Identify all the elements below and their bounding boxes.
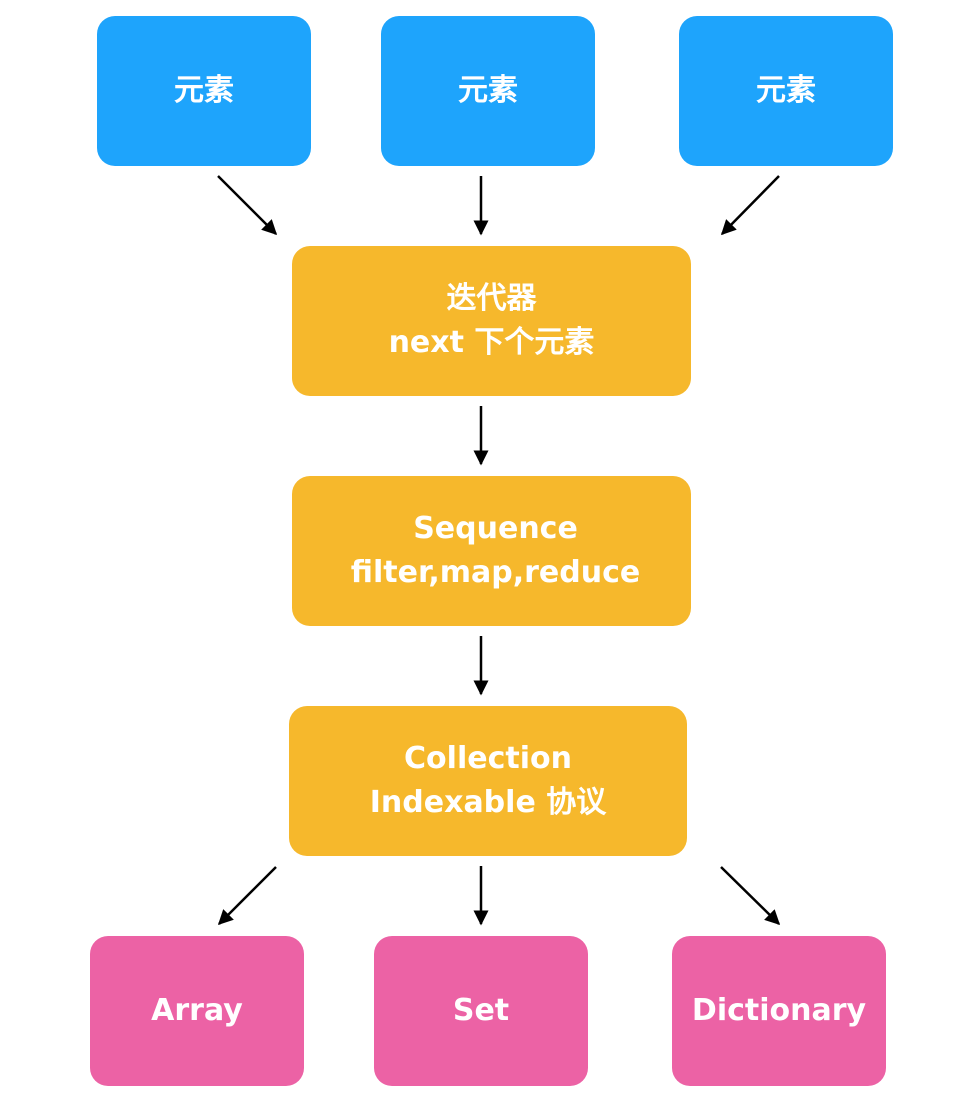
sequence-title: Sequence <box>413 511 578 546</box>
iterator-subtitle: next 下个元素 <box>388 325 595 360</box>
arrow-collection-to-dictionary <box>720 866 781 926</box>
collection-title: Collection <box>404 741 572 776</box>
iterator-title: 迭代器 <box>446 281 537 316</box>
element-label-1: 元素 <box>174 73 234 108</box>
array-label: Array <box>151 993 243 1028</box>
array-node: Array <box>90 936 304 1086</box>
set-label: Set <box>452 993 510 1028</box>
element-label-2: 元素 <box>458 73 518 108</box>
dictionary-node: Dictionary <box>672 936 886 1086</box>
element-label-3: 元素 <box>756 73 816 108</box>
iterator-node: 迭代器 next 下个元素 <box>292 246 691 396</box>
arrow-element3-to-iterator <box>720 175 780 236</box>
element-node-3: 元素 <box>679 16 893 166</box>
dictionary-label: Dictionary <box>691 993 867 1028</box>
arrow-element1-to-iterator <box>217 175 278 236</box>
collection-subtitle: Indexable 协议 <box>369 785 607 820</box>
collection-node: Collection Indexable 协议 <box>289 706 687 856</box>
arrow-collection-to-array <box>217 866 277 926</box>
element-node-1: 元素 <box>97 16 311 166</box>
sequence-subtitle: filter,map,reduce <box>350 555 641 590</box>
set-node: Set <box>374 936 588 1086</box>
element-node-2: 元素 <box>381 16 595 166</box>
sequence-node: Sequence filter,map,reduce <box>292 476 691 626</box>
